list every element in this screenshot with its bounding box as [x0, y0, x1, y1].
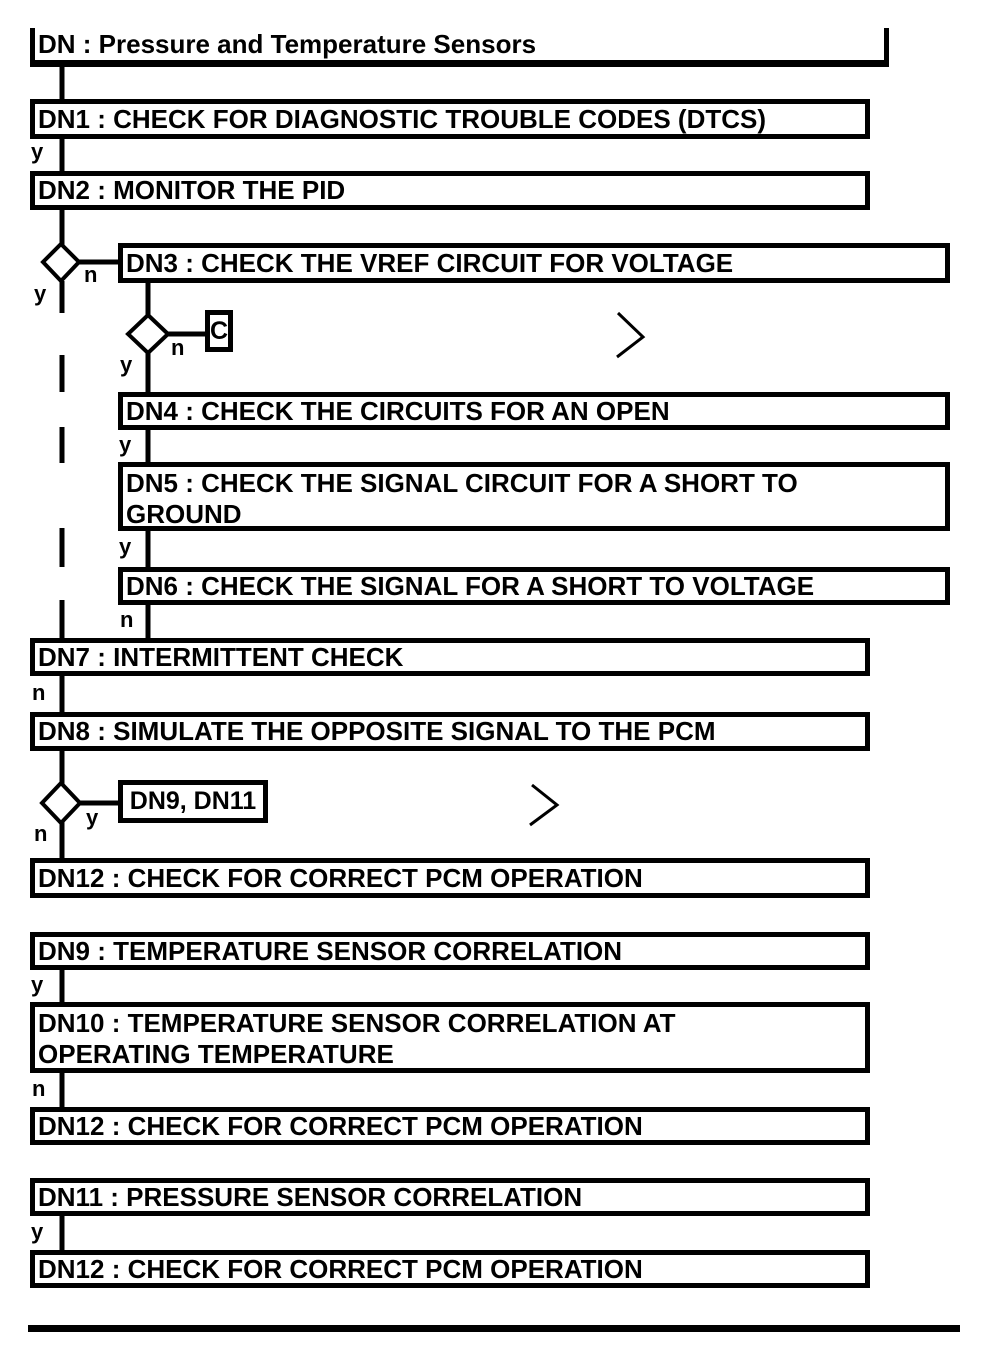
node-jump-c-label: C — [209, 316, 229, 345]
node-dn5[interactable]: DN5 : CHECK THE SIGNAL CIRCUIT FOR A SHO… — [118, 462, 950, 531]
node-dn4-label: DN4 : CHECK THE CIRCUITS FOR AN OPEN — [126, 395, 670, 426]
node-dn12-second-label: DN12 : CHECK FOR CORRECT PCM OPERATION — [38, 1110, 643, 1141]
node-dn1-label: DN1 : CHECK FOR DIAGNOSTIC TROUBLE CODES… — [38, 103, 766, 134]
branch-label-after-dn1: y — [31, 139, 44, 164]
decision-diamond-1 — [40, 241, 82, 284]
bottom-rule — [28, 1325, 960, 1332]
branch-label-diamond2-no: n — [171, 335, 185, 360]
branch-label-diamond1-no: n — [84, 262, 98, 287]
node-dn12-third[interactable]: DN12 : CHECK FOR CORRECT PCM OPERATION — [30, 1250, 870, 1288]
node-dn11-label: DN11 : PRESSURE SENSOR CORRELATION — [38, 1181, 583, 1212]
node-dn10-label: DN10 : TEMPERATURE SENSOR CORRELATION AT… — [38, 1008, 676, 1069]
node-dn9[interactable]: DN9 : TEMPERATURE SENSOR CORRELATION — [30, 932, 870, 970]
node-dn10[interactable]: DN10 : TEMPERATURE SENSOR CORRELATION AT… — [30, 1002, 870, 1073]
node-dn6-label: DN6 : CHECK THE SIGNAL FOR A SHORT TO VO… — [126, 570, 815, 601]
branch-label-after-dn6: n — [120, 607, 134, 632]
branch-label-after-dn4: y — [119, 432, 132, 457]
branch-label-diamond1-yes: y — [34, 281, 47, 306]
node-dn8-label: DN8 : SIMULATE THE OPPOSITE SIGNAL TO TH… — [38, 716, 716, 746]
node-dn2[interactable]: DN2 : MONITOR THE PID — [30, 171, 870, 210]
node-dn3[interactable]: DN3 : CHECK THE VREF CIRCUIT FOR VOLTAGE — [118, 243, 950, 283]
node-dn12-first-label: DN12 : CHECK FOR CORRECT PCM OPERATION — [38, 862, 643, 893]
node-dn7-label: DN7 : INTERMITTENT CHECK — [38, 641, 404, 672]
flowchart-title-label: DN : Pressure and Temperature Sensors — [38, 28, 537, 59]
decision-diamond-2 — [125, 312, 171, 356]
node-dn11[interactable]: DN11 : PRESSURE SENSOR CORRELATION — [30, 1178, 870, 1216]
node-dn7[interactable]: DN7 : INTERMITTENT CHECK — [30, 638, 870, 676]
branch-label-after-dn5: y — [119, 534, 132, 559]
node-jump-dn9-dn11-label: DN9, DN11 — [129, 787, 257, 815]
branch-label-after-dn11: y — [31, 1219, 44, 1244]
branch-label-diamond3-no: n — [34, 821, 48, 846]
continuation-chevron-1 — [616, 311, 646, 359]
branch-label-after-dn9: y — [31, 972, 44, 997]
flowchart-title: DN : Pressure and Temperature Sensors — [30, 28, 889, 67]
node-dn12-first[interactable]: DN12 : CHECK FOR CORRECT PCM OPERATION — [30, 858, 870, 898]
node-dn12-third-label: DN12 : CHECK FOR CORRECT PCM OPERATION — [38, 1253, 643, 1284]
node-dn5-label: DN5 : CHECK THE SIGNAL CIRCUIT FOR A SHO… — [126, 468, 798, 529]
node-dn3-label: DN3 : CHECK THE VREF CIRCUIT FOR VOLTAGE — [126, 247, 734, 278]
node-dn12-second[interactable]: DN12 : CHECK FOR CORRECT PCM OPERATION — [30, 1107, 870, 1145]
branch-label-diamond2-yes: y — [120, 352, 133, 377]
node-dn9-label: DN9 : TEMPERATURE SENSOR CORRELATION — [38, 935, 623, 966]
continuation-chevron-2 — [529, 783, 560, 827]
branch-label-diamond3-yes: y — [86, 805, 99, 830]
branch-label-after-dn7: n — [32, 680, 46, 705]
node-dn1[interactable]: DN1 : CHECK FOR DIAGNOSTIC TROUBLE CODES… — [30, 99, 870, 139]
node-dn4[interactable]: DN4 : CHECK THE CIRCUITS FOR AN OPEN — [118, 392, 950, 430]
node-jump-c[interactable]: C — [205, 310, 233, 352]
branch-label-after-dn10: n — [32, 1076, 46, 1101]
node-jump-dn9-dn11[interactable]: DN9, DN11 — [118, 780, 268, 823]
node-dn2-label: DN2 : MONITOR THE PID — [38, 175, 346, 205]
node-dn6[interactable]: DN6 : CHECK THE SIGNAL FOR A SHORT TO VO… — [118, 567, 950, 605]
decision-diamond-3 — [39, 780, 83, 826]
node-dn8[interactable]: DN8 : SIMULATE THE OPPOSITE SIGNAL TO TH… — [30, 712, 870, 751]
